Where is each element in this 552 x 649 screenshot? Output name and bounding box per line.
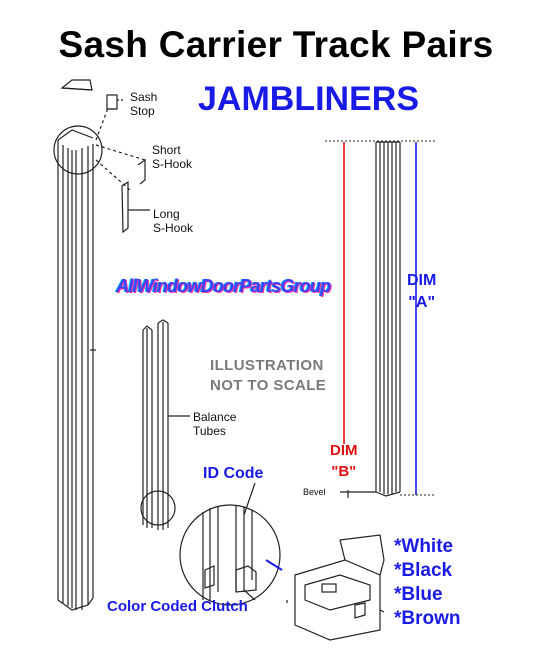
dimension-jambliner-drawing	[340, 141, 401, 498]
diagram-subtitle: JAMBLINERS	[198, 80, 420, 118]
short-s-hook-label: Short S-Hook	[152, 143, 193, 171]
long-s-hook-drawing	[121, 180, 150, 234]
sash-stop-label: Sash Stop	[130, 90, 158, 118]
sash-stop-drawing	[106, 94, 124, 110]
balance-tubes-label: Balance Tubes	[193, 410, 237, 438]
color-coded-clutch-label: Color Coded Clutch	[107, 598, 248, 615]
short-s-hook-drawing	[137, 158, 146, 185]
long-s-hook-label: Long S-Hook	[153, 207, 194, 235]
watermark-logo: AllWindowDoorPartsGroup	[116, 276, 331, 296]
long-jambliner-drawing	[53, 79, 103, 611]
clutch-color-list: *White *Black *Blue *Brown	[394, 535, 461, 631]
clutch-part-drawing	[265, 534, 385, 641]
balance-tubes-drawing	[140, 319, 190, 530]
dim-b-label: DIM "B"	[330, 442, 358, 480]
illustration-note: ILLUSTRATION NOT TO SCALE	[210, 357, 327, 394]
clutch-color-item: *Black	[394, 560, 453, 581]
clutch-detail-drawing	[179, 482, 281, 606]
clutch-color-item: *Brown	[394, 608, 461, 629]
bevel-label: Bevel	[303, 487, 326, 497]
clutch-color-item: *White	[394, 536, 454, 557]
clutch-color-item: *Blue	[394, 584, 443, 605]
diagram-title: Sash Carrier Track Pairs	[58, 24, 494, 65]
id-code-label: ID Code	[203, 465, 264, 482]
dim-a-label: DIM "A"	[407, 272, 437, 311]
